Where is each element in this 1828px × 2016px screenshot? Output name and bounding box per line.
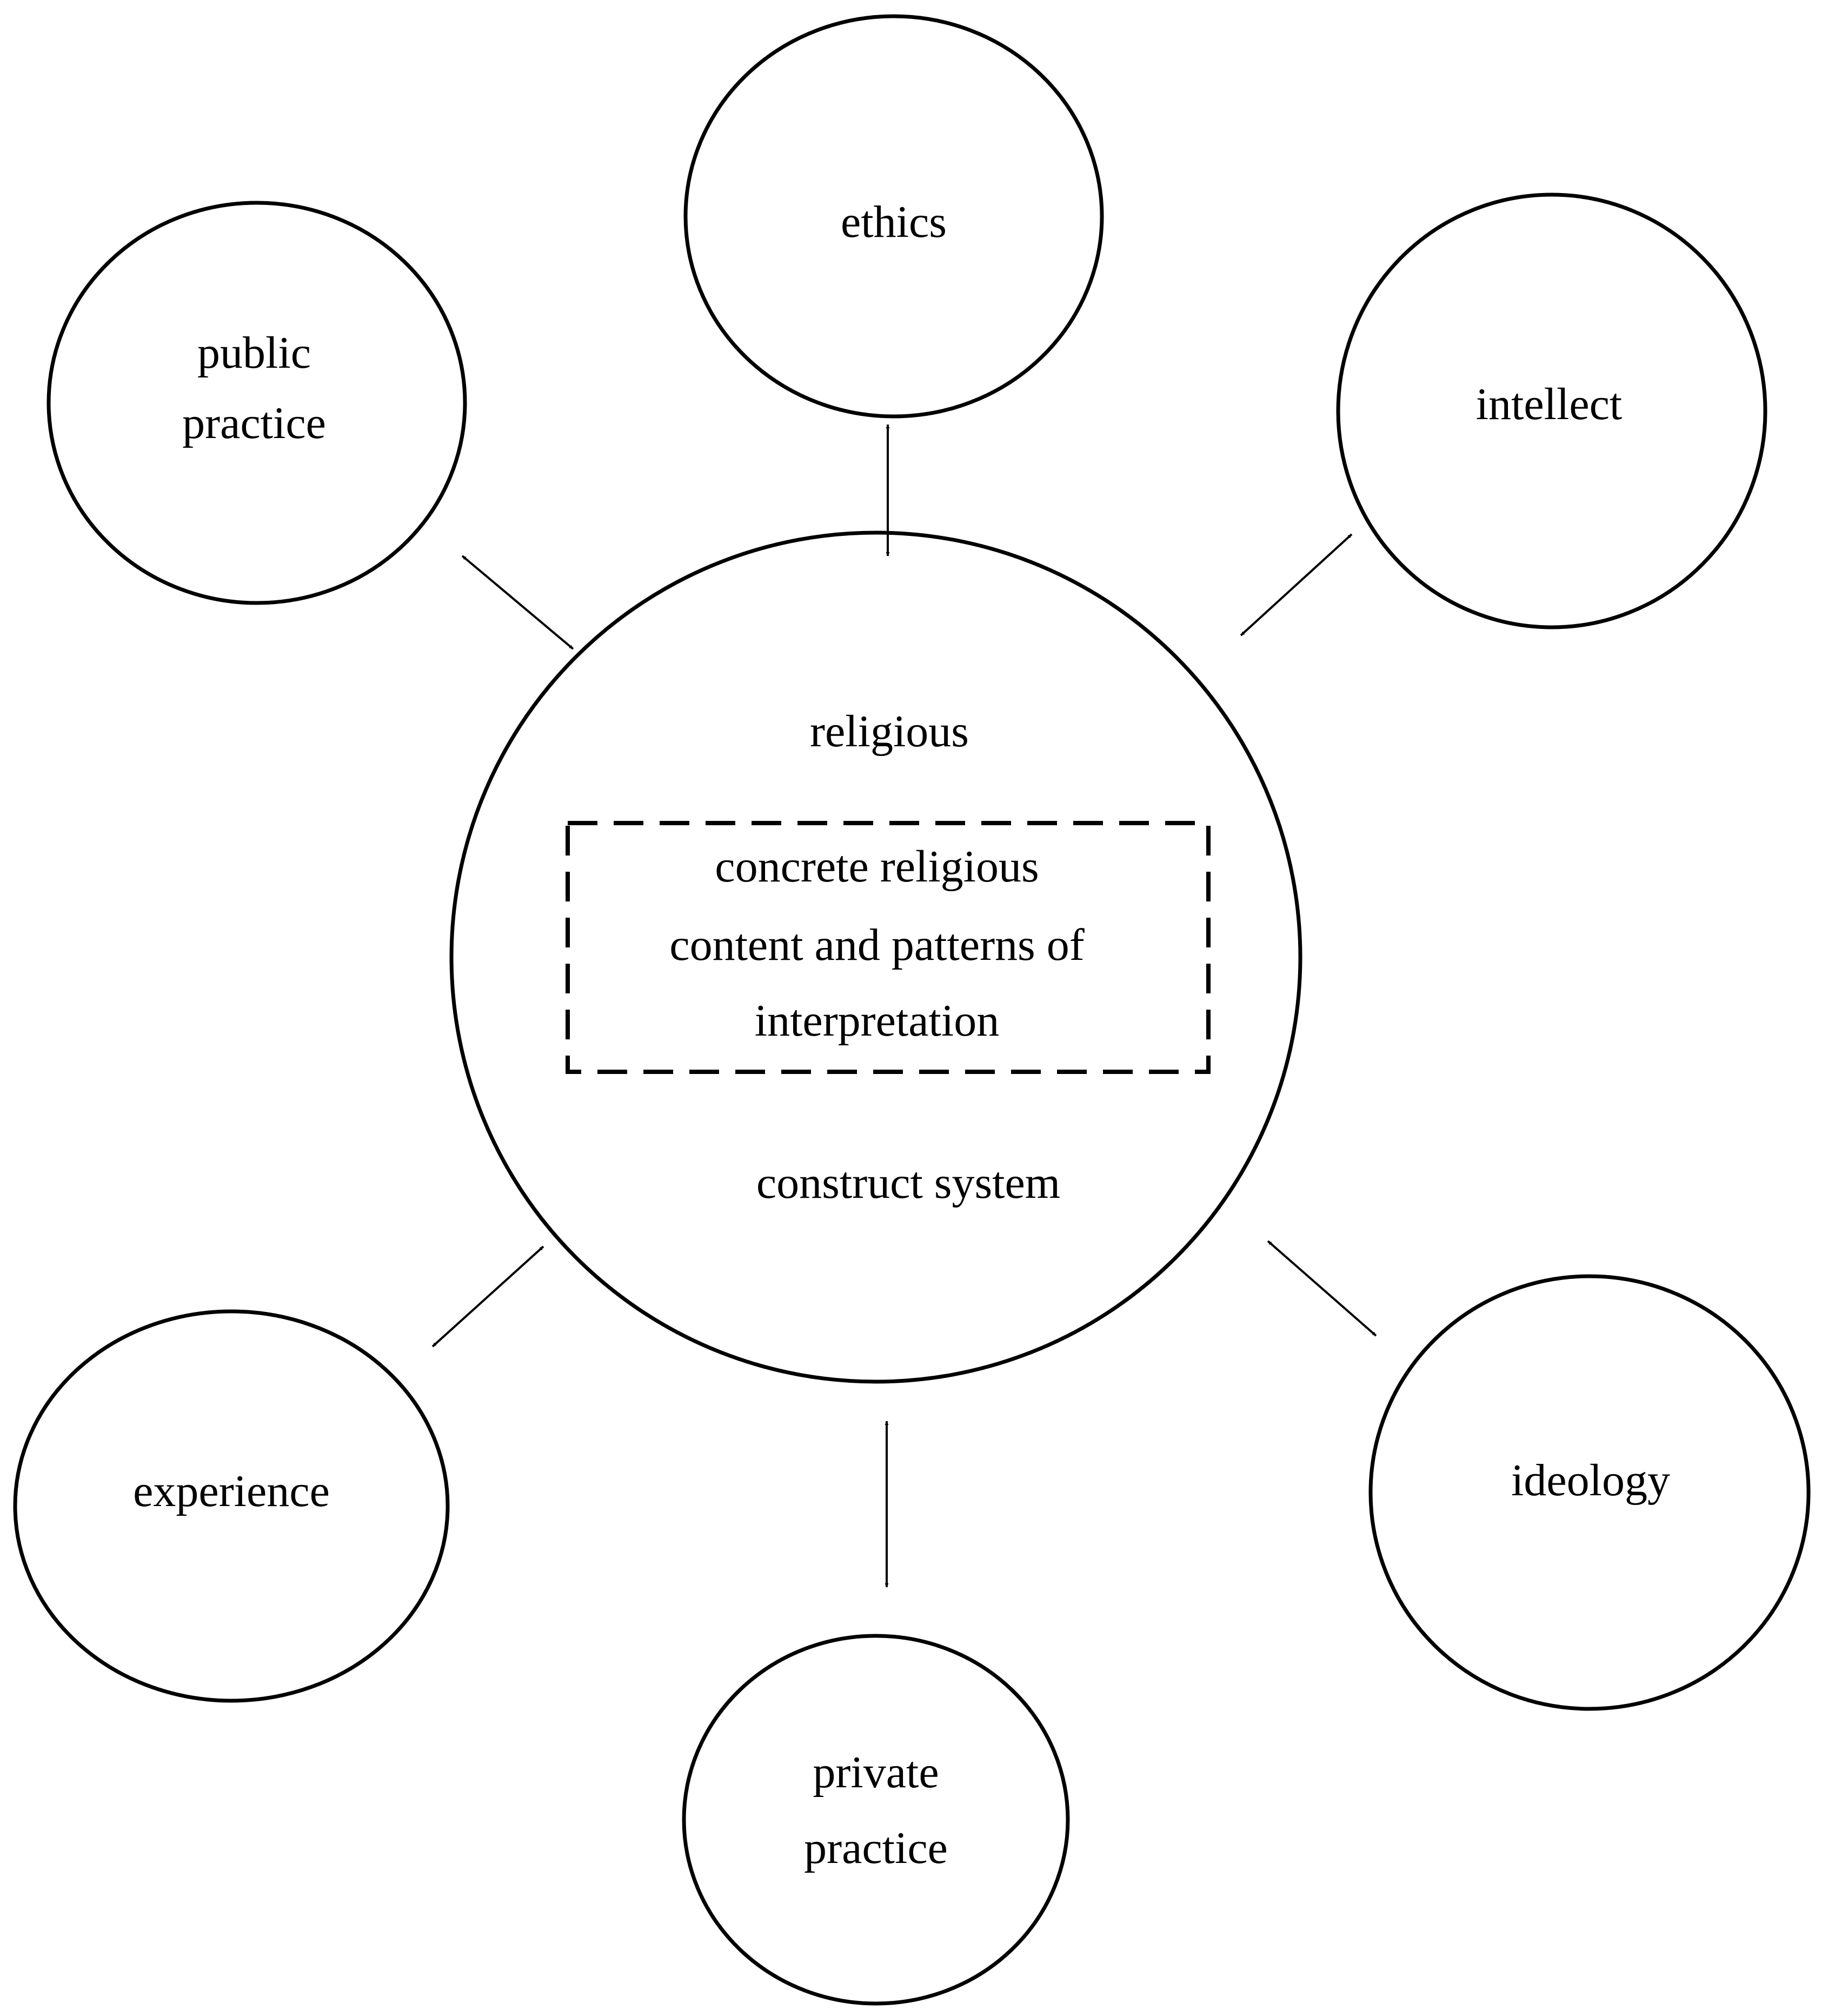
public-practice-label-line-1: public [197,328,311,378]
private-practice-circle [682,1634,1070,2006]
ideology-circle [1368,1274,1811,1711]
arrow-center-public-practice [461,555,574,650]
private-practice-label-line-1: private [813,1747,939,1798]
center-top-label: religious [810,706,969,757]
ethics-label: ethics [841,197,947,247]
center-circle [449,530,1302,1384]
intellect-circle [1336,193,1767,629]
node-private-practice: private practice [682,1634,1070,2006]
dashed-box [566,821,1211,1074]
arrow-center-experience [431,1245,544,1348]
center-node: religious concrete religious content and… [449,530,1302,1384]
ethics-circle [683,14,1104,419]
connections [431,425,1377,1587]
arrow-center-ideology [1267,1240,1377,1337]
experience-label: experience [133,1466,330,1516]
intellect-label: intellect [1476,379,1623,429]
center-bottom-label: construct system [756,1158,1060,1208]
experience-circle [13,1309,450,1703]
box-line-2: content and patterns of [669,920,1084,970]
node-ideology: ideology [1368,1274,1811,1711]
node-public-practice: public practice [46,201,467,605]
arrow-center-intellect [1240,533,1353,636]
public-practice-label-line-2: practice [182,398,326,448]
node-intellect: intellect [1336,193,1767,629]
box-line-3: interpretation [755,996,999,1046]
ideology-label: ideology [1511,1455,1670,1506]
public-practice-circle [46,201,467,605]
box-line-1: concrete religious [715,841,1039,892]
node-experience: experience [13,1309,450,1703]
node-ethics: ethics [683,14,1104,419]
private-practice-label-line-2: practice [804,1823,948,1873]
